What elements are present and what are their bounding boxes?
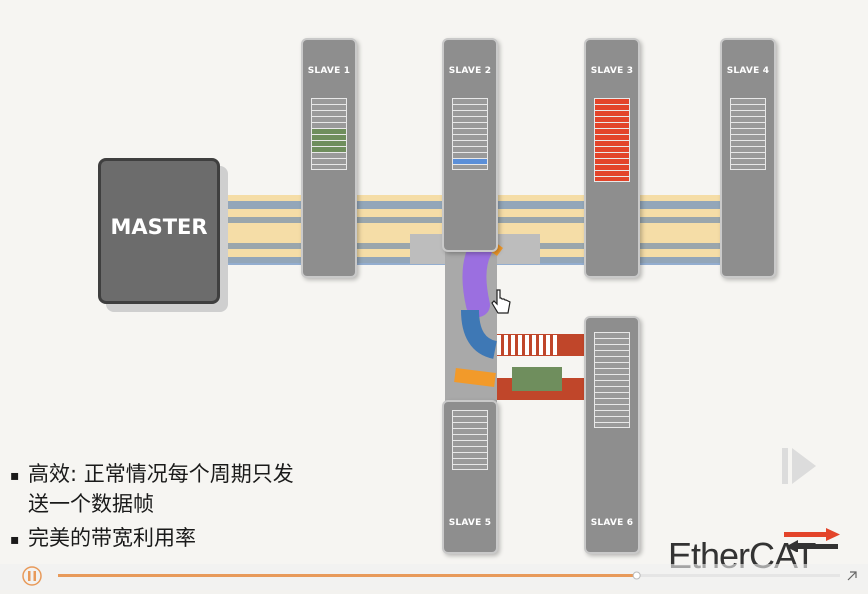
fullscreen-icon <box>847 571 857 581</box>
master-node: MASTER <box>98 158 220 304</box>
player-controls <box>0 564 868 590</box>
bullet-text: 高效: 正常情况每个周期只发 <box>28 462 294 486</box>
progress-bar[interactable] <box>0 564 868 590</box>
slave-6-registers <box>594 332 630 428</box>
slave-3: SLAVE 3 <box>584 38 640 278</box>
slave-6: SLAVE 6 <box>584 316 640 554</box>
hand-cursor-icon <box>491 289 511 314</box>
slave-1: SLAVE 1 <box>301 38 357 278</box>
slave-2: SLAVE 2 <box>442 38 498 252</box>
bullet-list: ▪高效: 正常情况每个周期只发 送一个数据帧 ▪完美的带宽利用率 <box>10 460 294 554</box>
slave-3-registers <box>594 98 630 182</box>
slave-5-registers <box>452 410 488 470</box>
slave-6-label: SLAVE 6 <box>590 518 634 528</box>
slave-2-label: SLAVE 2 <box>448 66 492 76</box>
master-label: MASTER <box>110 215 208 239</box>
pause-icon <box>22 566 42 586</box>
slave-1-label: SLAVE 1 <box>307 66 351 76</box>
slave-1-registers <box>311 98 347 170</box>
ethercat-arrows-icon <box>784 528 840 552</box>
slave-5: SLAVE 5 <box>442 400 498 554</box>
slave-2-registers <box>452 98 488 170</box>
slave-4-label: SLAVE 4 <box>726 66 770 76</box>
slave-5-label: SLAVE 5 <box>448 518 492 528</box>
slave-4: SLAVE 4 <box>720 38 776 278</box>
bullet-item: ▪高效: 正常情况每个周期只发 <box>10 460 294 490</box>
bullet-text: 完美的带宽利用率 <box>28 526 196 550</box>
bullet-item-continued: 送一个数据帧 <box>10 490 294 518</box>
bullet-text: 送一个数据帧 <box>28 492 154 516</box>
slave-4-registers <box>730 98 766 170</box>
slave-3-label: SLAVE 3 <box>590 66 634 76</box>
next-icon[interactable] <box>778 440 820 492</box>
bullet-item: ▪完美的带宽利用率 <box>10 524 294 554</box>
